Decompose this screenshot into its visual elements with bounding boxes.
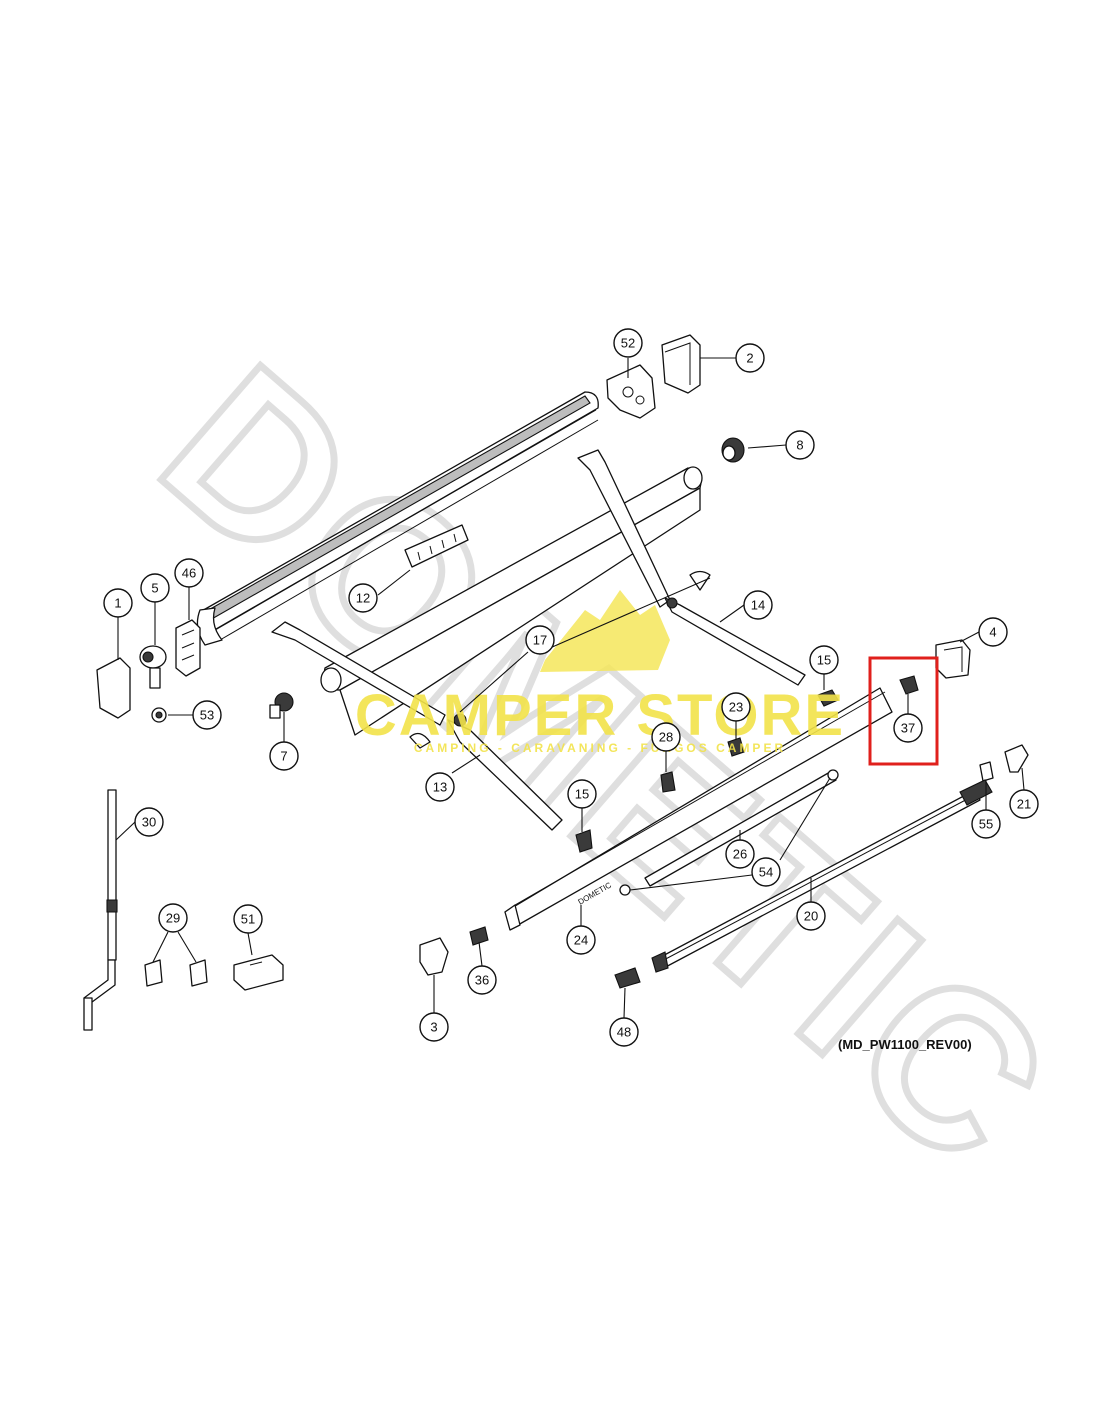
- svg-text:3: 3: [430, 1020, 437, 1035]
- svg-text:12: 12: [356, 591, 370, 606]
- part-2-end-cap: [661, 334, 701, 394]
- svg-text:53: 53: [200, 708, 214, 723]
- svg-text:4: 4: [989, 625, 996, 640]
- svg-text:28: 28: [659, 730, 673, 745]
- callout-26: 26: [725, 839, 755, 869]
- callout-37: 37: [893, 713, 923, 743]
- highlight-box-part-37: [868, 656, 939, 766]
- callout-52: 52: [613, 328, 643, 358]
- part-15-clip-upper: [817, 689, 839, 707]
- svg-text:21: 21: [1017, 797, 1031, 812]
- svg-text:13: 13: [433, 780, 447, 795]
- part-46-bracket: [175, 619, 201, 677]
- part-28-clip: [660, 771, 676, 793]
- part-1-end-cap: [96, 657, 131, 719]
- awning-case: [196, 391, 599, 646]
- svg-text:54: 54: [759, 865, 773, 880]
- callout-53: 53: [192, 700, 222, 730]
- callout-23: 23: [721, 692, 751, 722]
- svg-text:15: 15: [817, 653, 831, 668]
- leader-lines: [115, 357, 1025, 1019]
- part-21-clip: [1004, 744, 1029, 773]
- part-7-knob: [269, 692, 294, 719]
- part-52-bracket: [606, 364, 656, 419]
- part-55-clip: [979, 761, 994, 782]
- mountain-logo-icon: [540, 590, 670, 672]
- part-5-pulley: [139, 645, 167, 689]
- callout-29: 29: [158, 903, 188, 933]
- callout-5: 5: [140, 573, 170, 603]
- svg-text:48: 48: [617, 1025, 631, 1040]
- reference-code: (MD_PW1100_REV00): [838, 1037, 972, 1052]
- callout-51: 51: [233, 904, 263, 934]
- callouts: 52 2 8 12 14 4 1 5: [103, 328, 1039, 1047]
- callout-14: 14: [743, 590, 773, 620]
- rail-20: [651, 779, 993, 973]
- roller-tube: [320, 466, 703, 736]
- svg-text:8: 8: [796, 438, 803, 453]
- part-53-bushing: [151, 707, 167, 723]
- callout-12: 12: [348, 583, 378, 613]
- camper-store-text: CAMPER STORE: [355, 683, 845, 748]
- part-15-clip-lower: [575, 829, 593, 853]
- part-12-clip: [404, 524, 469, 568]
- arm-14: [577, 449, 806, 686]
- part-48-clip: [614, 967, 641, 989]
- svg-text:7: 7: [280, 749, 287, 764]
- callout-15-upper: 15: [809, 645, 839, 675]
- camper-store-tagline: CAMPING - CARAVANING - FURGOS CAMPER: [414, 741, 786, 755]
- part-51-cap: [233, 954, 284, 991]
- camper-store-watermark: CAMPER STORE CAMPING - CARAVANING - FURG…: [355, 590, 845, 755]
- svg-text:55: 55: [979, 817, 993, 832]
- part-29-clips: [144, 959, 208, 987]
- svg-text:29: 29: [166, 911, 180, 926]
- callout-8: 8: [785, 430, 815, 460]
- svg-text:46: 46: [182, 566, 196, 581]
- dometic-watermark-text: DOMETIC: [119, 320, 1099, 1217]
- callout-4: 4: [978, 617, 1008, 647]
- svg-text:24: 24: [574, 933, 588, 948]
- callout-55: 55: [971, 809, 1001, 839]
- dometic-watermark: DOMETIC: [116, 316, 1100, 1220]
- svg-text:2: 2: [746, 351, 753, 366]
- callout-2: 2: [735, 343, 765, 373]
- svg-text:15: 15: [575, 787, 589, 802]
- svg-text:26: 26: [733, 847, 747, 862]
- callout-3: 3: [419, 1012, 449, 1042]
- callout-24: 24: [566, 925, 596, 955]
- callout-21: 21: [1009, 789, 1039, 819]
- callout-7: 7: [269, 741, 299, 771]
- part-37-clip: [899, 675, 919, 695]
- part-3-bracket: [419, 937, 449, 976]
- svg-text:20: 20: [804, 909, 818, 924]
- callout-36: 36: [467, 965, 497, 995]
- callout-46: 46: [174, 558, 204, 588]
- svg-text:37: 37: [901, 721, 915, 736]
- callout-20: 20: [796, 901, 826, 931]
- arm-13: [271, 621, 563, 831]
- crank-handle-30: [83, 789, 118, 1031]
- rod-26: [619, 769, 839, 896]
- svg-text:36: 36: [475, 973, 489, 988]
- svg-text:14: 14: [751, 598, 765, 613]
- svg-text:52: 52: [621, 336, 635, 351]
- svg-text:23: 23: [729, 700, 743, 715]
- callout-13: 13: [425, 772, 455, 802]
- callout-15-lower: 15: [567, 779, 597, 809]
- callout-17: 17: [525, 625, 555, 655]
- callout-48: 48: [609, 1017, 639, 1047]
- svg-text:1: 1: [114, 596, 121, 611]
- callout-1: 1: [103, 588, 133, 618]
- part-8-knob: [721, 437, 745, 463]
- callout-28: 28: [651, 722, 681, 752]
- svg-text:17: 17: [533, 633, 547, 648]
- callout-30: 30: [134, 807, 164, 837]
- part-36-clip: [469, 926, 489, 946]
- svg-text:5: 5: [151, 581, 158, 596]
- callout-54: 54: [751, 857, 781, 887]
- svg-text:30: 30: [142, 815, 156, 830]
- part-4-bracket: [935, 639, 971, 679]
- svg-text:51: 51: [241, 912, 255, 927]
